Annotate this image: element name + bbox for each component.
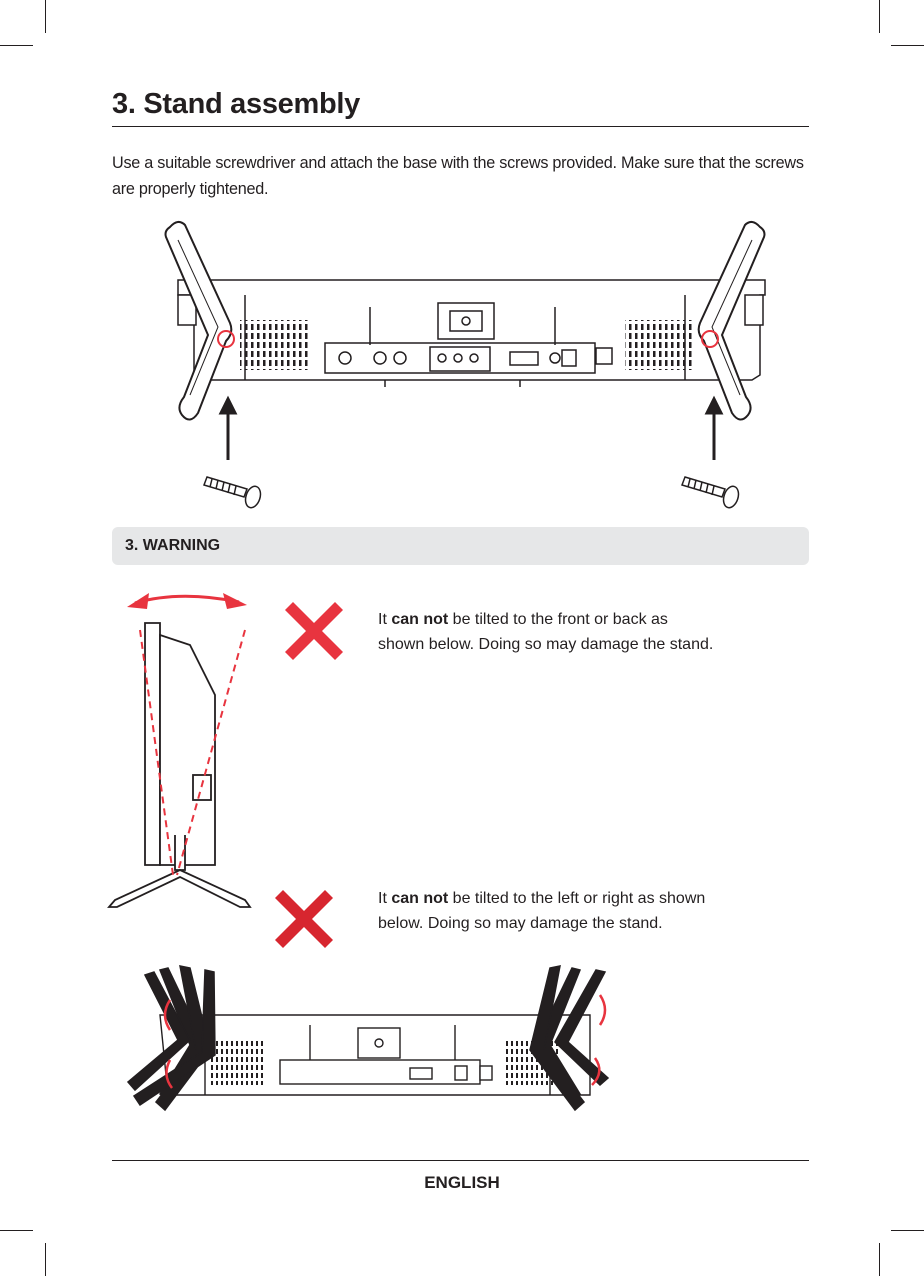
vent-grille-left: [240, 320, 310, 370]
lateral-tilt-illustration: [126, 965, 610, 1112]
footer-language: ENGLISH: [424, 1173, 500, 1192]
stand-leg-left: [126, 965, 216, 1112]
section-title: 3. Stand assembly: [112, 88, 360, 120]
stand-leg-right: [529, 965, 610, 1112]
intro-paragraph: Use a suitable screwdriver and attach th…: [112, 154, 804, 198]
text-rest: be tilted to the left or right as shown …: [378, 890, 706, 932]
tilt-arrows-icon: [134, 594, 240, 605]
footer-rule: [112, 1160, 809, 1161]
crop-mark: [0, 1230, 33, 1231]
arrow-up-icon: [218, 395, 724, 460]
crop-mark: [45, 0, 46, 33]
screw-hole-highlight-left: [217, 330, 235, 348]
text-rest: be tilted to the front or back as shown …: [378, 611, 714, 653]
text-prefix: It: [378, 611, 392, 628]
cross-icon: [275, 890, 333, 948]
tv-rear-view: [177, 279, 766, 387]
screw-icon: [203, 476, 262, 509]
vent-grille-right: [625, 320, 695, 370]
warning-banner: 3. WARNING: [112, 527, 809, 565]
stand-leg-left: [164, 221, 233, 421]
text-emphasis: can not: [391, 611, 449, 628]
crop-mark: [879, 0, 880, 33]
tv-side-view: [107, 593, 252, 908]
tilt-arrows-icon: [163, 994, 607, 1089]
stand-assembly-illustration: [164, 221, 766, 509]
cross-icon: [285, 602, 343, 660]
warning-text-left-right: It can not be tilted to the left or righ…: [378, 886, 718, 936]
crop-mark: [891, 45, 924, 46]
crop-mark: [891, 1230, 924, 1231]
warning-text-front-back: It can not be tilted to the front or bac…: [378, 607, 718, 657]
title-rule: [112, 126, 809, 127]
stand-leg-right: [697, 221, 766, 421]
text-prefix: It: [378, 890, 392, 907]
screw-hole-highlight-right: [701, 330, 719, 348]
warning-title: 3. WARNING: [125, 537, 221, 554]
screw-icon: [681, 476, 740, 509]
crop-mark: [45, 1243, 46, 1276]
crop-mark: [879, 1243, 880, 1276]
crop-mark: [0, 45, 33, 46]
text-emphasis: can not: [391, 890, 449, 907]
